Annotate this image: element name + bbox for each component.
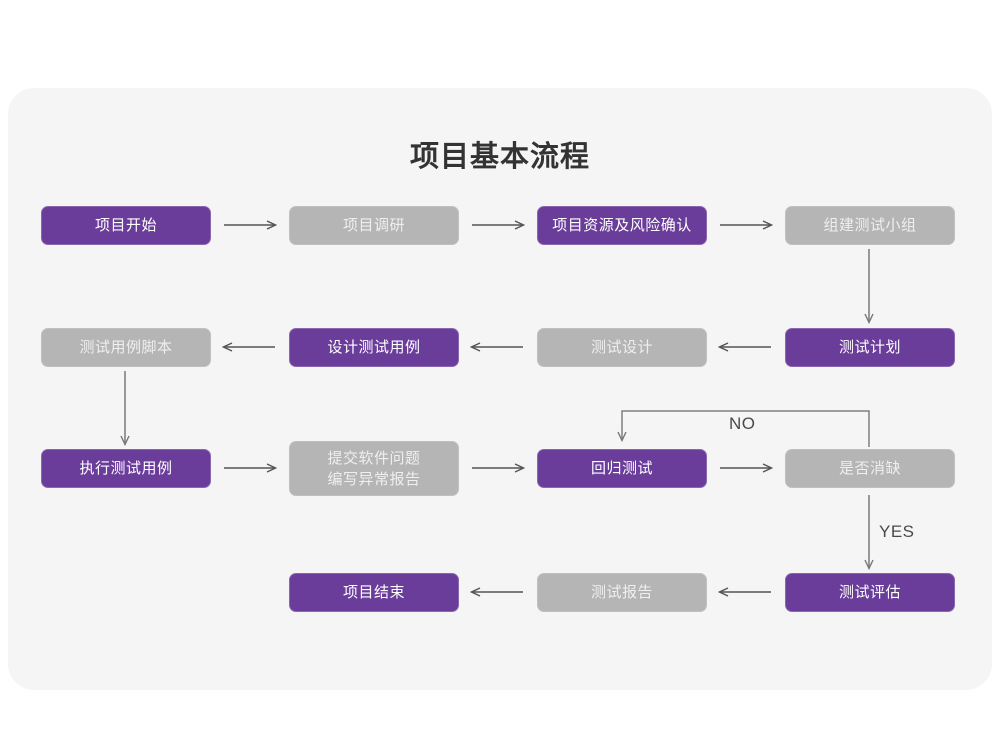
node-execute-test-case[interactable]: 执行测试用例 bbox=[41, 449, 211, 488]
node-test-case-script[interactable]: 测试用例脚本 bbox=[41, 328, 211, 367]
node-regression-test[interactable]: 回归测试 bbox=[537, 449, 707, 488]
node-resource-risk-confirm[interactable]: 项目资源及风险确认 bbox=[537, 206, 707, 245]
edge-label-yes: YES bbox=[879, 522, 915, 541]
node-test-report[interactable]: 测试报告 bbox=[537, 573, 707, 612]
node-submit-issue-report[interactable]: 提交软件问题 编写异常报告 bbox=[289, 441, 459, 496]
node-test-design[interactable]: 测试设计 bbox=[537, 328, 707, 367]
node-test-evaluation[interactable]: 测试评估 bbox=[785, 573, 955, 612]
node-test-plan[interactable]: 测试计划 bbox=[785, 328, 955, 367]
node-design-test-case[interactable]: 设计测试用例 bbox=[289, 328, 459, 367]
node-defect-cleared[interactable]: 是否消缺 bbox=[785, 449, 955, 488]
edge-label-no: NO bbox=[729, 414, 756, 433]
node-project-research[interactable]: 项目调研 bbox=[289, 206, 459, 245]
node-project-end[interactable]: 项目结束 bbox=[289, 573, 459, 612]
node-project-start[interactable]: 项目开始 bbox=[41, 206, 211, 245]
page-title: 项目基本流程 bbox=[409, 141, 590, 173]
node-build-test-team[interactable]: 组建测试小组 bbox=[785, 206, 955, 245]
